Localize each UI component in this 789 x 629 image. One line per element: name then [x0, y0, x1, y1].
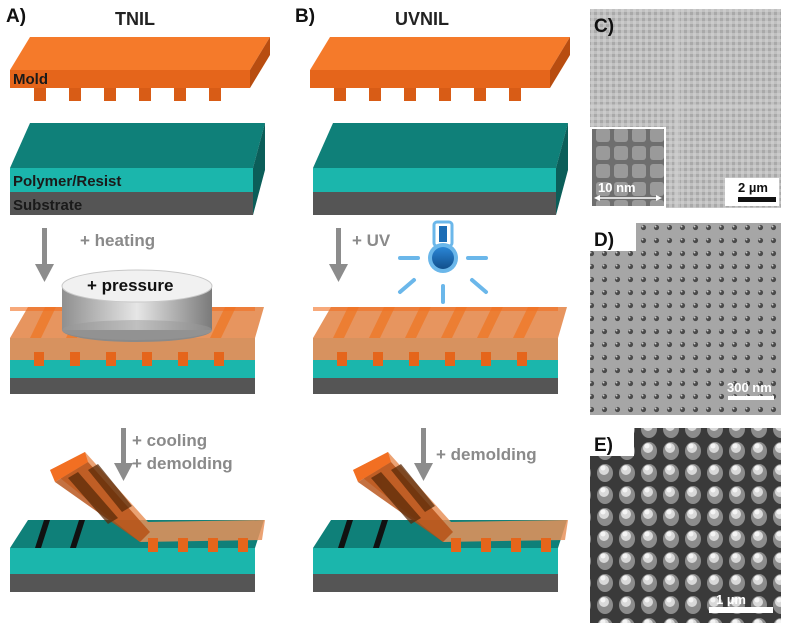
- pressure-label: + pressure: [87, 276, 173, 295]
- uv-step-label: + UV: [352, 231, 391, 250]
- panel-e-scale-bar: [709, 607, 773, 613]
- panel-d-scale-bar: [728, 396, 774, 400]
- heating-step-label: + heating: [80, 231, 155, 250]
- uv-arrow: [329, 228, 348, 282]
- panel-c-letter: C): [594, 16, 614, 37]
- mold-b: [310, 37, 570, 101]
- panel-a-letter: A): [6, 6, 26, 27]
- panel-c-scale-bar: [738, 197, 776, 202]
- substrate-label: Substrate: [13, 197, 82, 214]
- panel-e-sem: E) 1 µm: [590, 428, 781, 623]
- panel-c-sem: 10 nm 2 µm C): [590, 9, 781, 208]
- mold-label: Mold: [13, 71, 48, 88]
- panel-e-letter: E): [594, 435, 613, 456]
- polymer-stack-b: [313, 123, 568, 215]
- panel-c-inset: 10 nm: [590, 127, 666, 208]
- cooling-arrow: [114, 428, 133, 481]
- uv-lamp-icon: [398, 220, 488, 304]
- panel-b-letter: B): [295, 6, 315, 27]
- demolding-a-step-label: + demolding: [132, 454, 233, 473]
- demolding-b-arrow: [414, 428, 433, 481]
- demolding-b-step-label: + demolding: [436, 445, 537, 464]
- panel-b: B) UVNIL + UV: [295, 6, 570, 592]
- panel-a: A) TNIL Mold Polymer/Resist Substr: [6, 6, 270, 592]
- heating-arrow: [35, 228, 54, 282]
- mold-a: Mold: [10, 37, 270, 101]
- panel-e-scale-label: 1 µm: [716, 592, 746, 607]
- panel-d-letter: D): [594, 230, 614, 251]
- panel-b-title: UVNIL: [395, 9, 449, 29]
- polymer-label: Polymer/Resist: [13, 173, 121, 190]
- panel-a-title: TNIL: [115, 9, 155, 29]
- pressure-cylinder: [61, 269, 213, 342]
- panel-c-scale-label: 2 µm: [738, 180, 768, 195]
- imprint-stack-b: [313, 307, 567, 394]
- panel-d-scale-label: 300 nm: [727, 380, 772, 395]
- panel-c-inset-scale: 10 nm: [598, 180, 636, 195]
- panel-d-sem: D) 300 nm: [590, 223, 781, 415]
- polymer-stack-a: Polymer/Resist Substrate: [10, 123, 265, 215]
- demolded-stack-b: [313, 452, 568, 592]
- cooling-step-label: + cooling: [132, 431, 207, 450]
- demolded-stack-a: [10, 452, 265, 592]
